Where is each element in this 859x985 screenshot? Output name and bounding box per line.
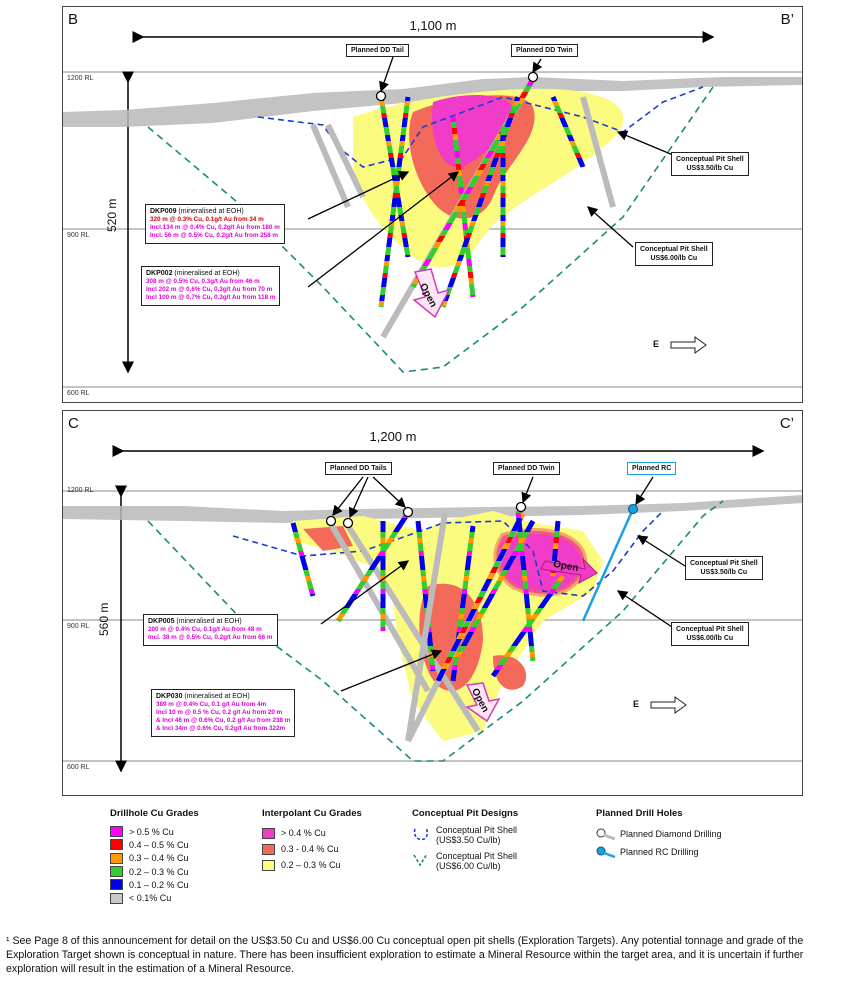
rl-600-label: 600 RL	[67, 764, 90, 771]
rl-1200-label: 1200 RL	[67, 75, 94, 82]
section-c-graphic	[63, 445, 802, 773]
color-swatch	[110, 826, 123, 838]
east-direction-label: E	[653, 339, 660, 349]
blue-dashed-shell-icon	[413, 827, 429, 841]
color-swatch	[110, 892, 123, 904]
dkp005-result-box: DKP005 (mineralised at EOH) 200 m @ 0.4%…	[143, 614, 278, 646]
section-b-panel: B B’ 1,100 m 520 m 1200 RL 900 RL 600 RL…	[62, 6, 803, 403]
legend-item: Planned RC Drilling	[596, 843, 722, 861]
color-swatch	[110, 839, 123, 851]
legend-item: > 0.4 % Cu	[262, 825, 362, 841]
legend-planned-holes: Planned Drill Holes Planned Diamond Dril…	[596, 808, 722, 861]
legend-item: Conceptual Pit Shell(US$3.50 Cu/lb)	[412, 825, 518, 845]
section-start-label: B	[68, 11, 79, 28]
planned-rc-callout: Planned RC	[627, 462, 677, 475]
legend-item: > 0.5 % Cu	[110, 825, 199, 838]
color-swatch	[110, 879, 123, 891]
rl-600-label: 600 RL	[67, 390, 90, 397]
planned-dd-tails-callout: Planned DD Tails	[325, 462, 392, 475]
legend-item: Conceptual Pit Shell(US$6.00 Cu/lb)	[412, 851, 518, 871]
planned-diamond-drill-icon	[596, 828, 616, 840]
section-length-label: 1,100 m	[409, 18, 457, 33]
color-swatch	[262, 859, 275, 871]
section-end-label: C’	[779, 415, 794, 432]
rl-1200-label: 1200 RL	[67, 487, 94, 494]
section-start-label: C	[68, 415, 79, 432]
section-c-panel: C C’ 1,200 m 560 m 1200 RL 900 RL 600 RL…	[62, 410, 803, 796]
section-end-label: B’	[780, 11, 794, 28]
section-b-graphic	[63, 31, 802, 388]
east-direction-label: E	[633, 699, 640, 709]
legend-item: Planned Diamond Drilling	[596, 825, 722, 843]
teal-dashed-shell-icon	[413, 853, 428, 867]
legend-item: 0.1 – 0.2 % Cu	[110, 878, 199, 891]
pit-shell-600-callout: Conceptual Pit Shell US$6.00/lb Cu	[671, 622, 749, 646]
legend-interpolant-grades: Interpolant Cu Grades > 0.4 % Cu 0.3 - 0…	[262, 808, 362, 873]
footnote: ¹ See Page 8 of this announcement for de…	[6, 935, 804, 975]
section-depth-label: 560 m	[97, 602, 111, 636]
legend-item: 0.2 – 0.3 % Cu	[110, 865, 199, 878]
legend-pit-designs: Conceptual Pit Designs Conceptual Pit Sh…	[412, 808, 519, 871]
planned-dd-twin-callout: Planned DD Twin	[493, 462, 560, 475]
legend-item: 0.3 – 0.4 % Cu	[110, 852, 199, 865]
color-swatch	[262, 843, 275, 855]
dkp009-result-box: DKP009 (mineralised at EOH) 320 m @ 0.3%…	[145, 204, 285, 244]
legend-item: < 0.1% Cu	[110, 891, 199, 904]
planned-dd-twin-callout: Planned DD Twin	[511, 44, 578, 57]
pit-shell-350-callout: Conceptual Pit Shell US$3.50/lb Cu	[671, 152, 749, 176]
color-swatch	[262, 827, 275, 839]
dkp002-result-box: DKP002 (mineralised at EOH) 308 m @ 0.5%…	[141, 266, 281, 306]
section-depth-label: 520 m	[105, 198, 119, 232]
color-swatch	[110, 852, 123, 864]
legend-item: 0.2 – 0.3 % Cu	[262, 857, 362, 873]
dkp030-result-box: DKP030 (mineralised at EOH) 389 m @ 0.4%…	[151, 689, 296, 737]
planned-dd-tail-callout: Planned DD Tail	[346, 44, 409, 57]
legend-drillhole-grades: Drillhole Cu Grades > 0.5 % Cu 0.4 – 0.5…	[110, 808, 199, 904]
section-length-label: 1,200 m	[369, 429, 417, 444]
rl-900-label: 900 RL	[67, 623, 90, 630]
color-swatch	[110, 866, 123, 878]
pit-shell-350-callout: Conceptual Pit Shell US$3.50/lb Cu	[685, 556, 763, 580]
rl-900-label: 900 RL	[67, 232, 90, 239]
legend-item: 0.3 - 0.4 % Cu	[262, 841, 362, 857]
legend-item: 0.4 – 0.5 % Cu	[110, 838, 199, 851]
planned-rc-drill-icon	[596, 846, 616, 858]
pit-shell-600-callout: Conceptual Pit Shell US$6.00/lb Cu	[635, 242, 713, 266]
